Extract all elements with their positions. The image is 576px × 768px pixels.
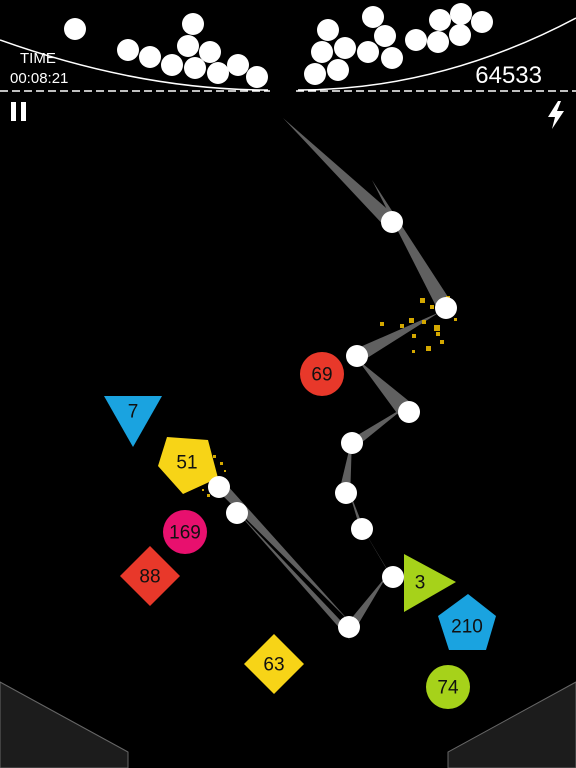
left-corner-ramp <box>0 681 129 768</box>
svg-text:63: 63 <box>263 655 284 676</box>
boost-button[interactable] <box>544 100 568 130</box>
score: 64533 <box>475 62 542 89</box>
block-pentagon-210: 210 <box>438 594 496 650</box>
right-corner-ramp <box>447 681 576 768</box>
svg-text:169: 169 <box>169 523 201 544</box>
pause-icon <box>11 102 26 121</box>
balls-in-play <box>208 211 457 638</box>
block-circle-69: 69 <box>300 352 344 396</box>
lightning-icon <box>548 101 564 129</box>
block-triangle-3: 3 <box>404 554 456 612</box>
block-diamond-88: 88 <box>120 546 180 606</box>
elapsed-time: 00:08:21 <box>10 70 69 87</box>
pause-button[interactable] <box>8 100 32 124</box>
block-triangle-7: 7 <box>104 396 162 447</box>
block-diamond-63: 63 <box>244 634 304 694</box>
block-circle-169: 169 <box>163 510 207 554</box>
svg-text:74: 74 <box>437 678 459 699</box>
block-pentagon-51: 51 <box>158 437 218 494</box>
spark-particles <box>202 296 457 497</box>
ball-reservoir-right <box>296 3 576 92</box>
svg-text:88: 88 <box>139 567 160 588</box>
time-label: TIME <box>20 50 56 67</box>
ball-reservoir-left <box>0 13 270 92</box>
block-circle-74: 74 <box>426 665 470 709</box>
svg-text:3: 3 <box>415 573 426 594</box>
svg-text:7: 7 <box>128 402 139 423</box>
svg-text:210: 210 <box>451 617 483 638</box>
svg-text:69: 69 <box>311 365 332 386</box>
svg-text:51: 51 <box>176 453 197 474</box>
